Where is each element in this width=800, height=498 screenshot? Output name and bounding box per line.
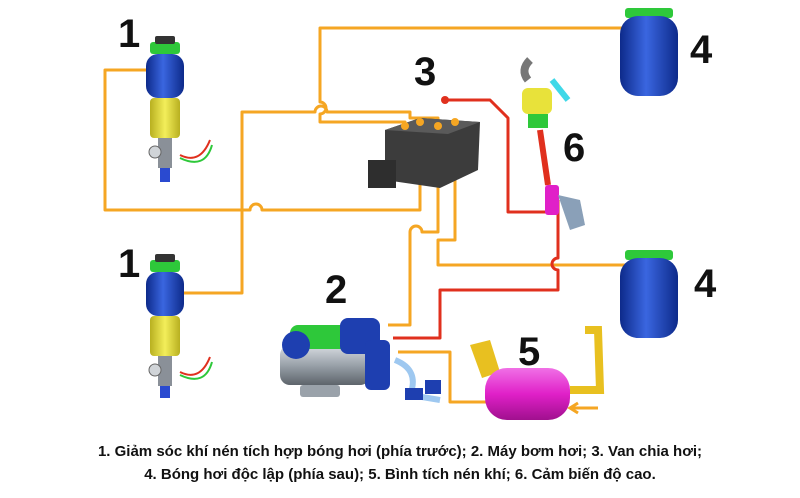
label-4-bottom: 4 [694,262,717,306]
label-3: 3 [414,50,437,94]
line-rear-top-spring [318,26,625,135]
air-suspension-diagram [103,8,678,420]
front-air-strut-top [146,36,213,182]
compressor [280,318,441,403]
label-1-top: 1 [118,12,141,56]
front-air-strut-bottom [146,254,213,398]
caption-line-1: 1. Giảm sóc khí nén tích hợp bóng hơi (p… [97,443,703,460]
caption-line-2: 4. Bóng hơi độc lập (phía sau); 5. Bình … [144,466,656,483]
valve-block [368,96,480,188]
height-sensor [520,57,585,230]
red-signal-lines [393,98,560,340]
diagram: 1 1 2 3 4 4 5 6 [103,8,717,420]
label-2: 2 [325,268,348,312]
line-valve-sensor [445,98,550,214]
rear-air-spring-bottom [620,250,678,338]
line-front-bottom-strut [165,104,440,295]
label-5: 5 [518,330,541,374]
air-reservoir [470,326,605,420]
orange-air-lines [103,26,625,404]
label-1-bottom: 1 [118,242,141,286]
label-6: 6 [563,126,586,170]
line-compressor-reservoir [398,350,488,404]
caption: 1. Giảm sóc khí nén tích hợp bóng hơi (p… [0,440,800,486]
line-front-top-strut [103,68,422,212]
label-4-top: 4 [690,28,713,72]
rear-air-spring-top [620,8,678,96]
line-compressor-sensor [393,200,560,340]
line-compressor-valve [388,135,440,327]
line-rear-bottom-spring [436,135,625,267]
